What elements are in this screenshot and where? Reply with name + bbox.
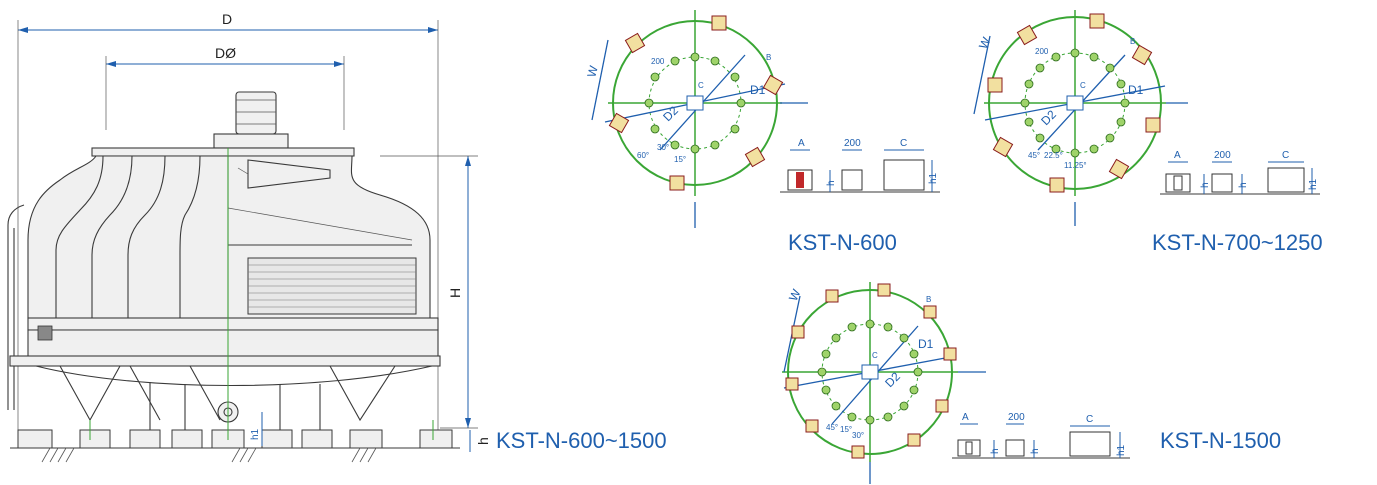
svg-text:B: B <box>766 53 771 62</box>
svg-text:200: 200 <box>1214 150 1231 161</box>
svg-text:A: A <box>1174 150 1181 161</box>
svg-text:200: 200 <box>651 57 665 66</box>
svg-text:45°: 45° <box>1028 151 1040 160</box>
svg-text:30°: 30° <box>852 431 864 440</box>
dim-D0-label: DØ <box>215 45 236 61</box>
cooling-tower-elevation: D DØ H h <box>7 11 667 463</box>
svg-text:B: B <box>1130 37 1135 46</box>
svg-text:h: h <box>1030 448 1041 454</box>
svg-text:30°: 30° <box>657 143 669 152</box>
svg-text:W: W <box>584 64 601 79</box>
svg-text:11.25°: 11.25° <box>1064 161 1087 170</box>
svg-text:200: 200 <box>1035 47 1049 56</box>
svg-text:200: 200 <box>844 138 861 149</box>
svg-text:h: h <box>1200 182 1211 188</box>
svg-text:W: W <box>786 286 804 303</box>
svg-text:C: C <box>900 138 907 149</box>
foundation-detail-700: A 200 C h h h1 <box>1160 150 1320 195</box>
dim-H-label: H <box>447 288 463 298</box>
model-label-700: KST-N-700~1250 <box>1152 230 1323 255</box>
svg-text:h1: h1 <box>928 172 939 184</box>
model-label-600: KST-N-600 <box>788 230 897 255</box>
foundation-detail-1500: A 200 C h h h1 <box>952 412 1130 459</box>
svg-text:C: C <box>698 81 704 90</box>
svg-text:W: W <box>976 34 994 51</box>
svg-text:D1: D1 <box>1128 83 1144 97</box>
svg-text:B: B <box>926 295 931 304</box>
svg-text:h1: h1 <box>1308 178 1319 190</box>
svg-text:C: C <box>1080 81 1086 90</box>
svg-text:15°: 15° <box>674 155 686 164</box>
svg-text:22.5°: 22.5° <box>1044 151 1063 160</box>
svg-text:D1: D1 <box>750 83 766 97</box>
dimension-D: D <box>17 11 439 440</box>
dimension-D0: DØ <box>105 45 345 130</box>
dim-D-label: D <box>222 11 232 27</box>
svg-text:C: C <box>1086 414 1093 425</box>
svg-text:15°: 15° <box>840 425 852 434</box>
svg-text:D1: D1 <box>918 337 934 351</box>
svg-text:D2: D2 <box>1038 107 1059 128</box>
svg-text:C: C <box>872 351 878 360</box>
svg-text:45°: 45° <box>826 423 838 432</box>
model-label-1500: KST-N-1500 <box>1160 428 1281 453</box>
svg-text:h: h <box>990 448 1001 454</box>
plan-view-700-1250: W D1 D2 C B 200 45° 22.5° 11.25° A 200 C… <box>973 10 1323 255</box>
svg-text:h1: h1 <box>1116 444 1127 456</box>
svg-text:60°: 60° <box>637 151 649 160</box>
svg-text:C: C <box>1282 150 1289 161</box>
dimension-H: H <box>380 155 478 429</box>
foundation-detail-600: A 200 C h h1 <box>780 138 940 193</box>
model-label-main: KST-N-600~1500 <box>496 428 667 453</box>
svg-text:A: A <box>798 138 805 149</box>
inlet-grille-icon <box>37 325 53 341</box>
dim-h1-label: h1 <box>250 428 261 440</box>
svg-text:A: A <box>962 412 969 423</box>
svg-text:200: 200 <box>1008 412 1025 423</box>
plan-view-600: W D1 D2 C B 200 30° 60° 15° A 200 C h h1… <box>584 10 940 255</box>
svg-text:h: h <box>826 180 837 186</box>
svg-text:h: h <box>1238 182 1249 188</box>
dim-h-label: h <box>475 437 491 445</box>
dimension-h: h <box>469 430 491 452</box>
plan-view-1500: W D1 D2 C B 45° 15° 30° A 200 C h h h1 K… <box>782 282 1281 484</box>
